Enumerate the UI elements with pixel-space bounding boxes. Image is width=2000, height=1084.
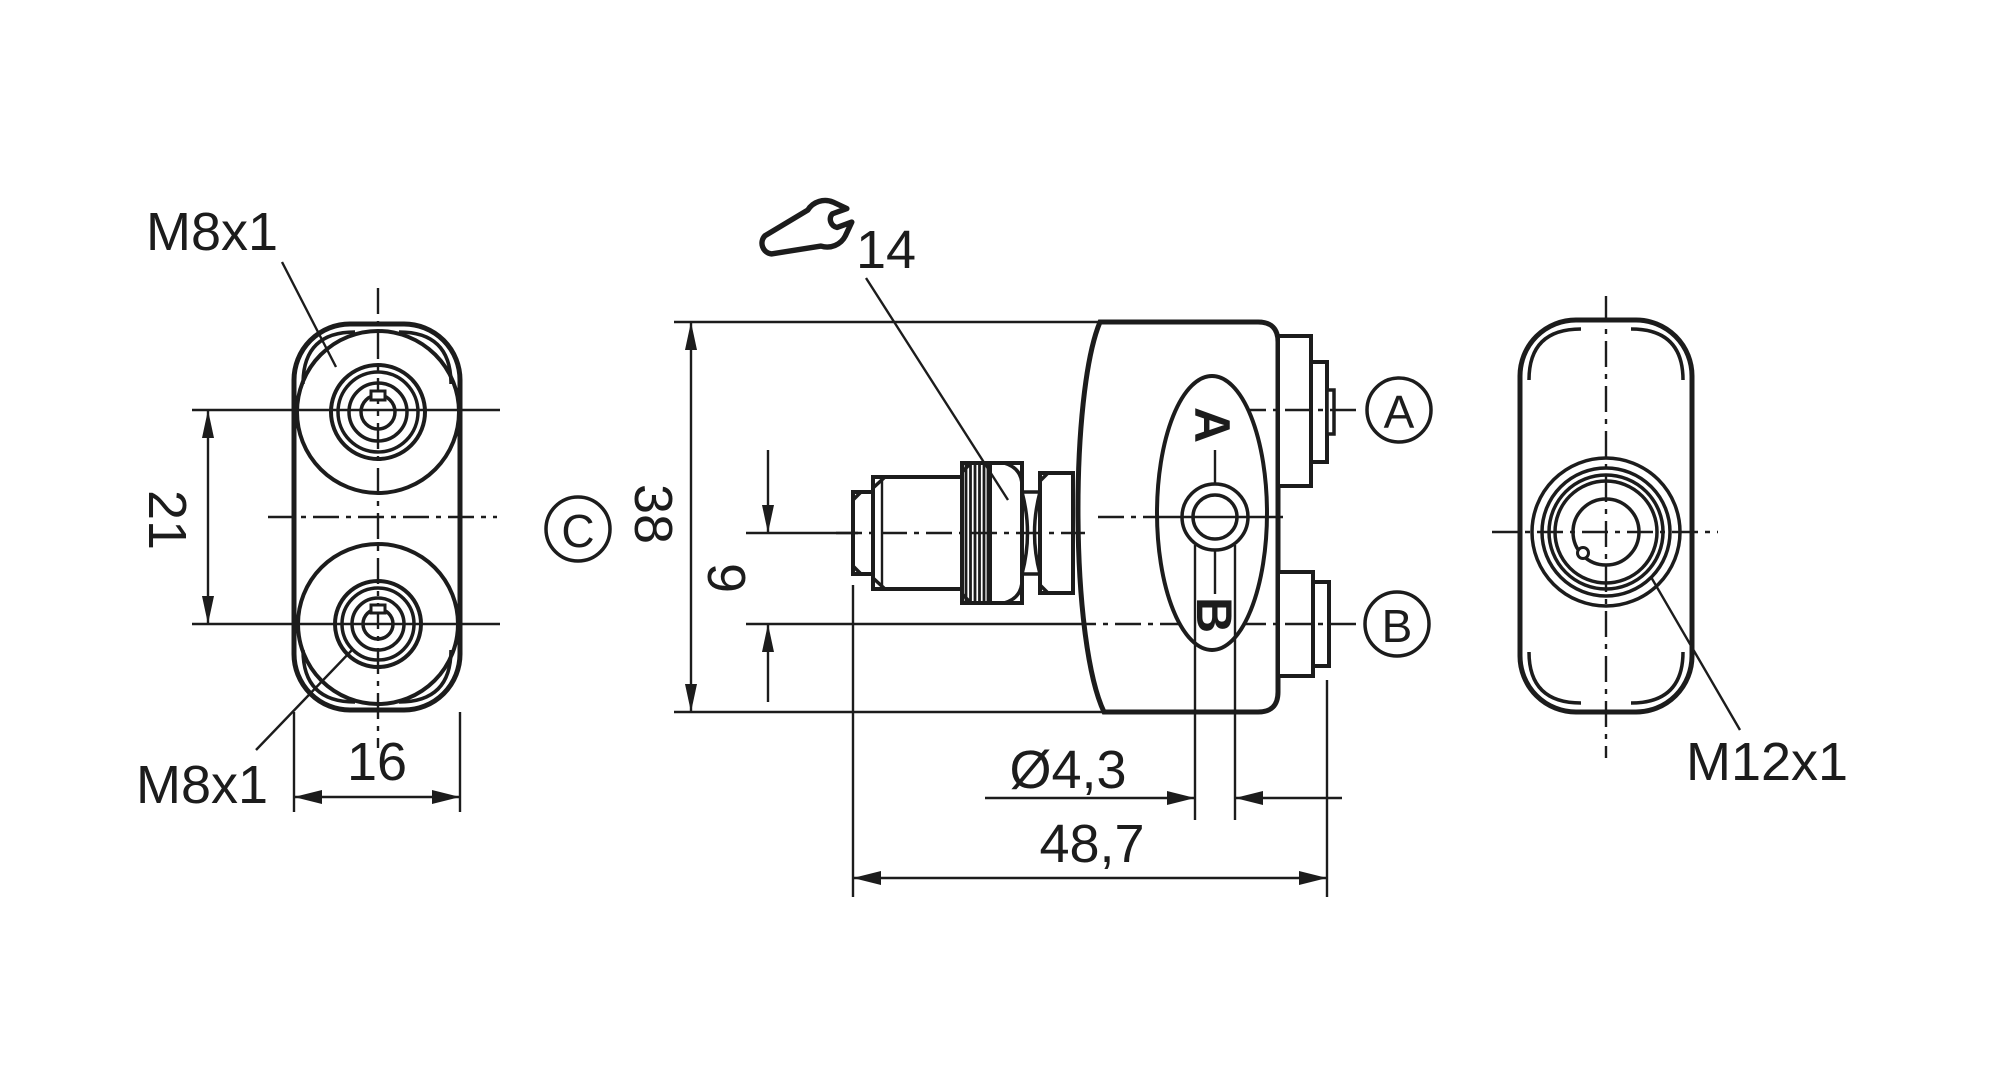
port-marker-a: A [1365, 376, 1433, 444]
m12-socket [1530, 456, 1682, 608]
port-marker-b: B [1363, 590, 1431, 658]
leader-line [280, 261, 338, 368]
keyway-notch [369, 389, 387, 402]
thread-label-m8-top: M8x1 [146, 202, 278, 262]
side-view: A B 38 C 9 [544, 197, 1433, 897]
dimension-body-width: 16 [292, 712, 462, 812]
thread-label-m12: M12x1 [1686, 732, 1848, 792]
corner-detail [1527, 651, 1582, 705]
dimension-port-spacing: 21 [137, 410, 214, 624]
face-label-a: A [1184, 407, 1240, 443]
thread-label-m8-bottom: M8x1 [136, 755, 268, 815]
m8-socket-bottom [296, 542, 460, 706]
corner-detail [301, 330, 356, 385]
face-label-area: A B [1098, 374, 1283, 652]
marker-b-label: B [1382, 600, 1413, 652]
wrench-icon [759, 197, 855, 257]
wrench-callout: 14 [759, 197, 1010, 501]
dimension-overall-length: 48,7 [851, 585, 1329, 897]
dimension-body-height: 38 [623, 320, 1105, 714]
leader-line [1649, 576, 1742, 731]
front-view: 21 16 M8x1 M8x1 [136, 202, 500, 815]
corner-detail [1527, 327, 1582, 381]
marker-a-label: A [1384, 386, 1415, 438]
dim-38-label: 38 [623, 484, 683, 544]
wrench-size-label: 14 [856, 220, 916, 280]
dim-hole-label: Ø4,3 [1009, 740, 1126, 800]
corner-detail [1630, 651, 1685, 705]
leader-line [864, 277, 1010, 501]
keyway-notch [1576, 546, 1590, 560]
dimension-connector-offset: 9 [696, 450, 1070, 702]
dimension-mounting-hole: Ø4,3 [985, 545, 1342, 820]
dim-21-label: 21 [137, 490, 197, 550]
keyway-notch [369, 603, 387, 615]
dim-16-label: 16 [347, 732, 407, 792]
corner-detail [1630, 327, 1685, 381]
m8-socket-top [295, 329, 461, 495]
dim-length-label: 48,7 [1039, 814, 1144, 874]
view-marker-c: C [544, 495, 612, 563]
marker-c-label: C [561, 505, 594, 557]
dim-9-label: 9 [696, 563, 756, 593]
leader-line [255, 649, 353, 751]
back-view: M12x1 [1492, 296, 1848, 792]
